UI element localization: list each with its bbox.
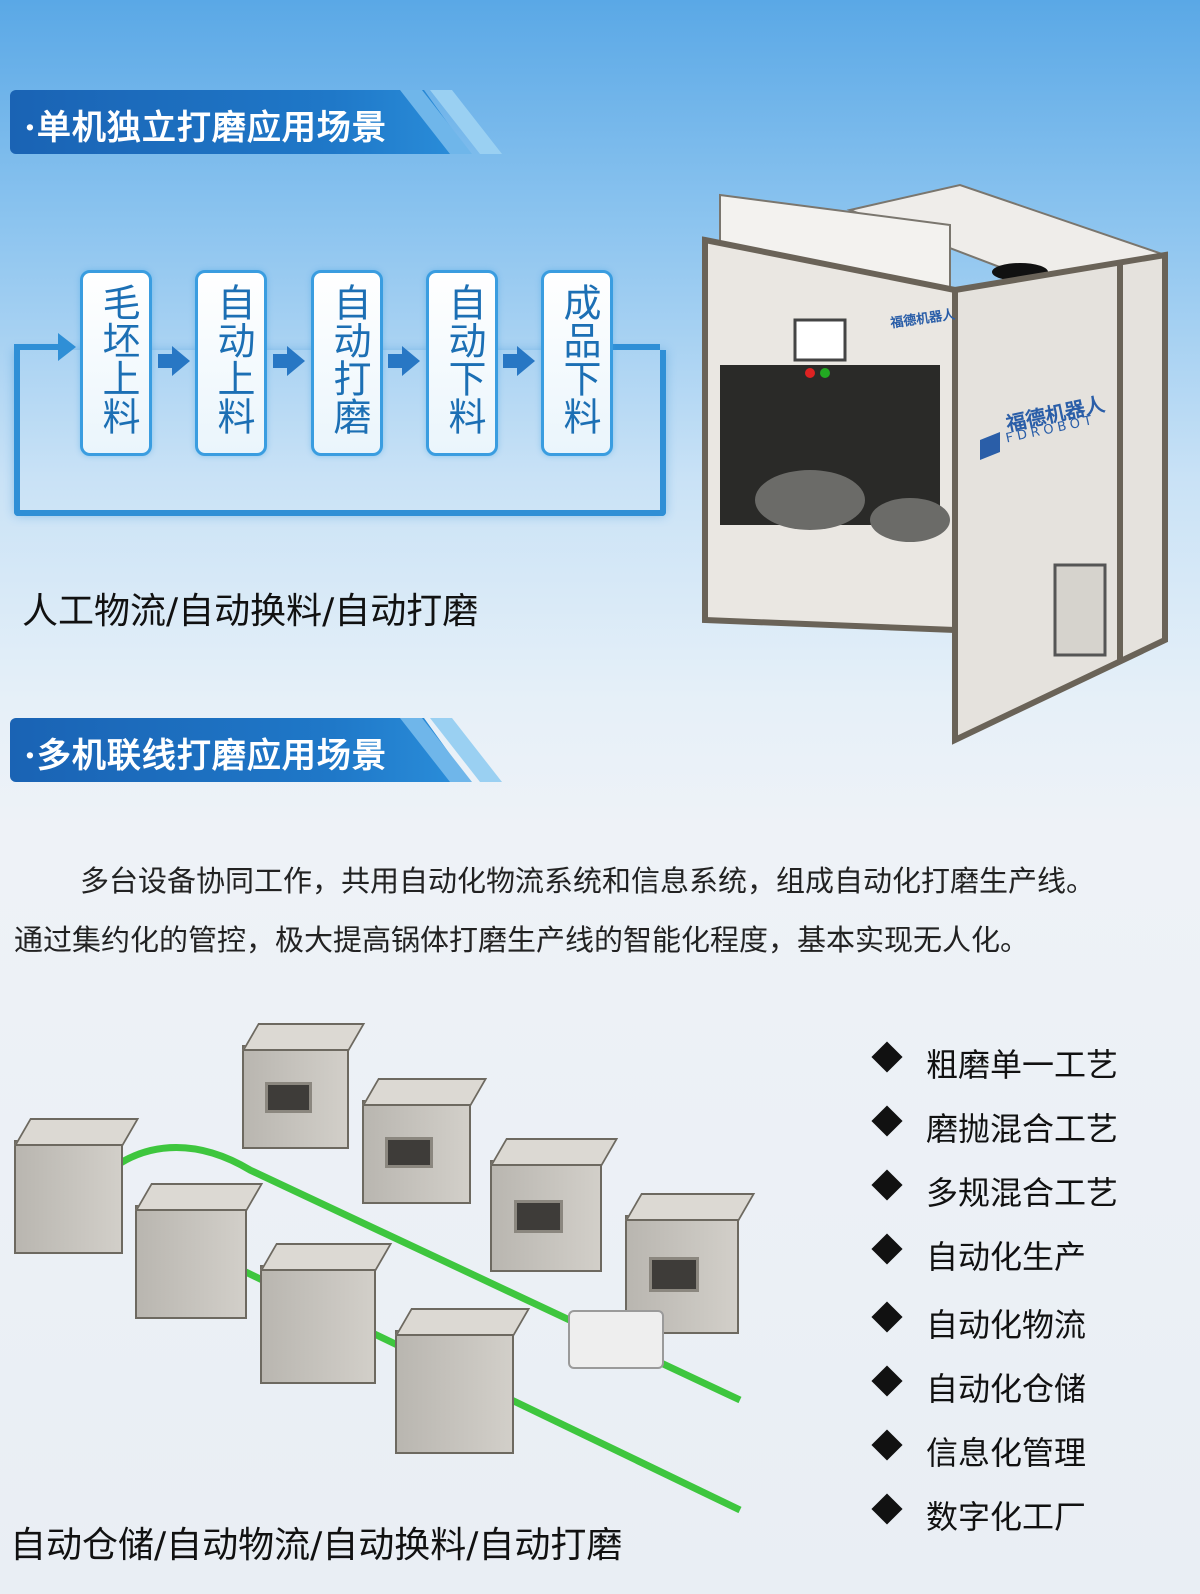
section2-title-bar: ·多机联线打磨应用场景 — [10, 718, 470, 782]
diamond-icon — [871, 1493, 903, 1525]
flow-step-label: 自动上料 — [211, 283, 255, 435]
flow-step: 自动上料 — [195, 270, 267, 456]
feature-label: 信息化管理 — [926, 1434, 1087, 1472]
feature-item: 数字化工厂 — [870, 1492, 1190, 1536]
diamond-icon — [871, 1301, 903, 1333]
section1-title-bar: ·单机独立打磨应用场景 — [10, 90, 470, 154]
section2-title: ·多机联线打磨应用场景 — [24, 736, 387, 776]
grinding-machine-image: 福德机器人 福德机器人 FDROBOT — [700, 180, 1180, 760]
flow-step: 自动下料 — [426, 270, 498, 456]
feature-label: 磨抛混合工艺 — [926, 1110, 1119, 1148]
feature-item: 自动化仓储 — [870, 1364, 1190, 1408]
feature-label: 粗磨单一工艺 — [926, 1046, 1119, 1084]
diamond-icon — [871, 1041, 903, 1073]
flow-loop-cap-left — [14, 344, 60, 350]
flow-step-label: 自动打磨 — [327, 283, 371, 435]
flow-step-label: 成品下料 — [557, 283, 601, 435]
section2-caption: 自动仓储/自动物流/自动换料/自动打磨 — [10, 1525, 623, 1566]
diamond-icon — [871, 1365, 903, 1397]
feature-item: 多规混合工艺 — [870, 1168, 1190, 1212]
description-line-1: 多台设备协同工作，共用自动化物流系统和信息系统，组成自动化打磨生产线。 — [80, 864, 1096, 898]
agv-cart — [568, 1310, 664, 1369]
description-line-2: 通过集约化的管控，极大提高锅体打磨生产线的智能化程度，基本实现无人化。 — [14, 923, 1030, 957]
section1-caption: 人工物流/自动换料/自动打磨 — [22, 591, 479, 632]
feature-label: 数字化工厂 — [926, 1498, 1087, 1536]
diamond-icon — [871, 1429, 903, 1461]
machine-unit — [395, 1330, 514, 1454]
feature-item: 自动化生产 — [870, 1232, 1190, 1276]
machine-unit — [242, 1045, 349, 1149]
feature-label: 自动化生产 — [926, 1238, 1087, 1276]
flow-step: 毛坯上料 — [80, 270, 152, 456]
flow-loop-cap-right — [610, 344, 660, 350]
feature-label: 自动化物流 — [926, 1306, 1087, 1344]
feature-item: 磨抛混合工艺 — [870, 1104, 1190, 1148]
flow-step-label: 毛坯上料 — [96, 283, 140, 435]
flow-loop-arrow-icon — [58, 333, 76, 361]
feature-label: 多规混合工艺 — [926, 1174, 1119, 1212]
flow-step: 成品下料 — [541, 270, 613, 456]
feature-item: 信息化管理 — [870, 1428, 1190, 1472]
feature-item: 粗磨单一工艺 — [870, 1040, 1190, 1084]
machine-unit — [135, 1205, 247, 1319]
machine-unit — [362, 1100, 471, 1204]
machine-unit — [490, 1160, 602, 1272]
machine-unit — [14, 1140, 123, 1254]
diamond-icon — [871, 1105, 903, 1137]
feature-label: 自动化仓储 — [926, 1370, 1087, 1408]
production-line-image — [0, 1010, 770, 1520]
flow-loop — [14, 350, 666, 516]
diamond-icon — [871, 1169, 903, 1201]
machine-unit — [260, 1265, 376, 1384]
flow-step: 自动打磨 — [311, 270, 383, 456]
section1-title: ·单机独立打磨应用场景 — [24, 108, 387, 148]
diamond-icon — [871, 1233, 903, 1265]
feature-item: 自动化物流 — [870, 1300, 1190, 1344]
flow-step-label: 自动下料 — [442, 283, 486, 435]
